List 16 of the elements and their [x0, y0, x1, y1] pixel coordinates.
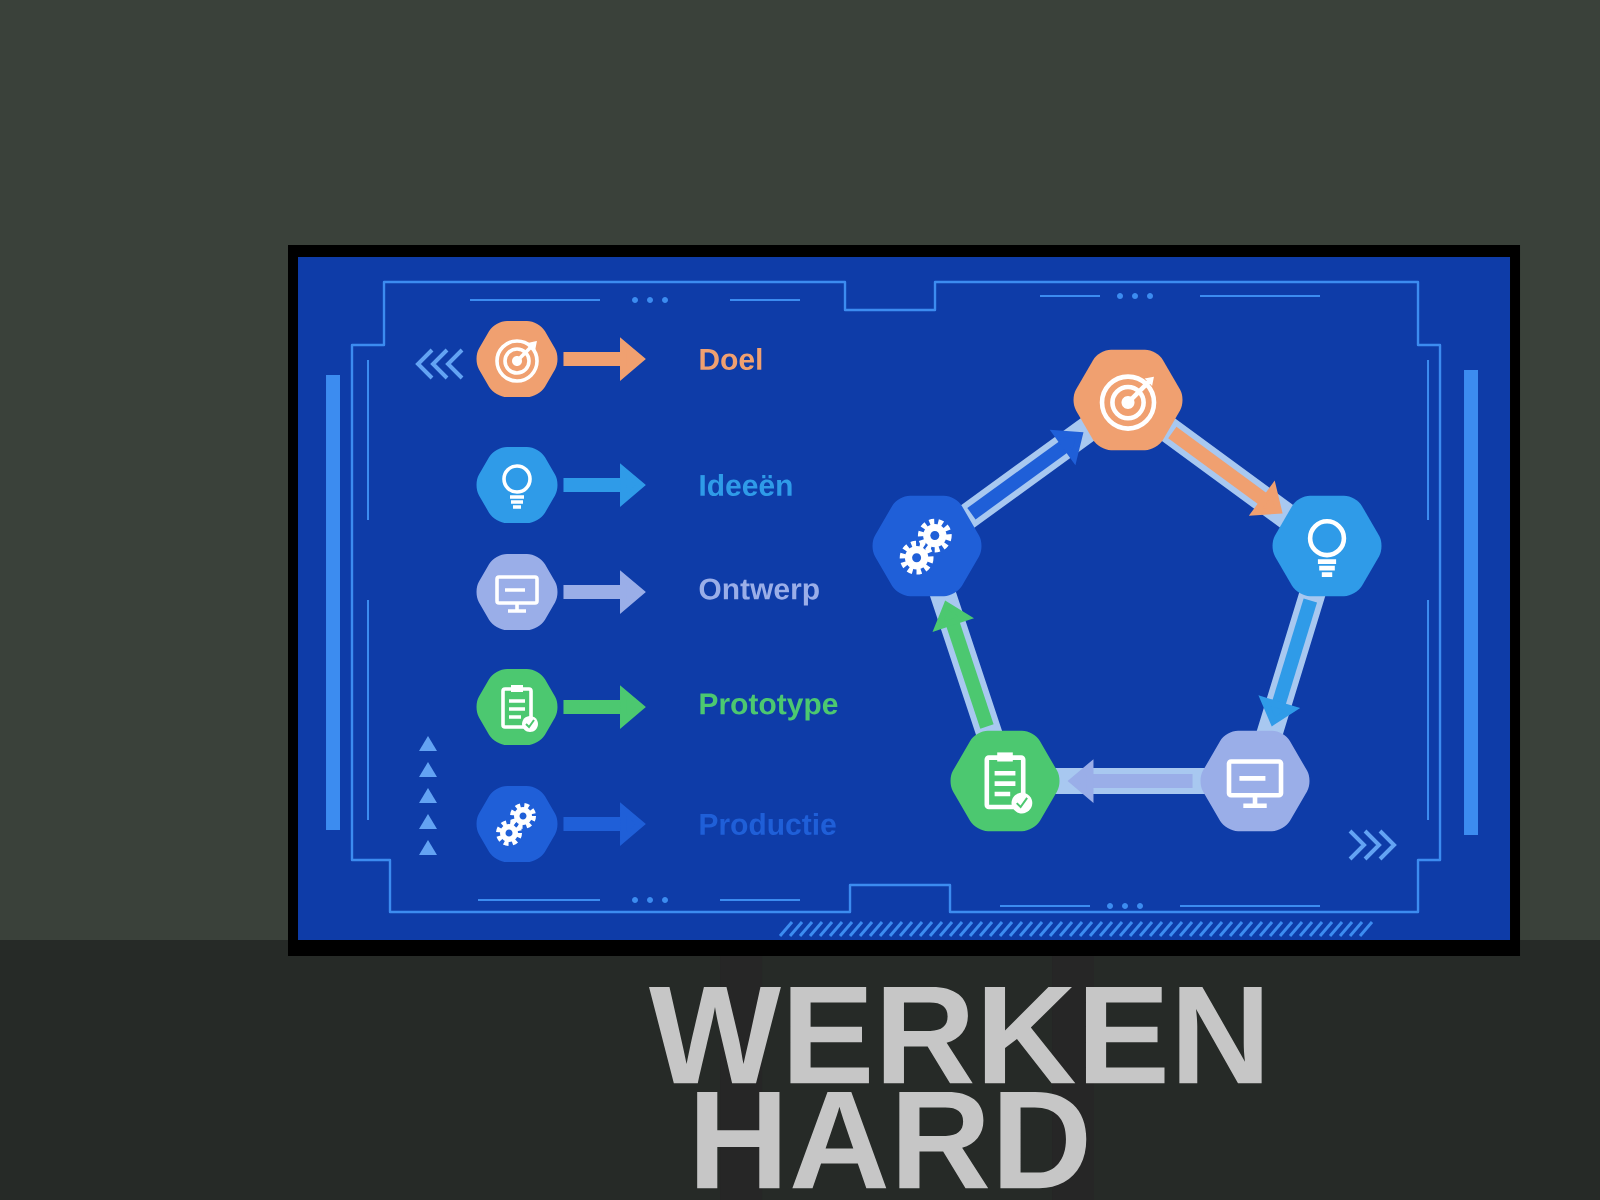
bulb-icon [1272, 495, 1382, 597]
monitor-icon [476, 553, 558, 631]
gears-icon [476, 785, 558, 863]
step-label: Prototype [700, 693, 838, 721]
target-icon [476, 320, 558, 398]
gears-icon [872, 495, 982, 597]
clipboard-icon [950, 730, 1060, 832]
wall-lettering: HARD [697, 1091, 1087, 1189]
bulb-icon [476, 446, 558, 524]
target-icon [1073, 349, 1183, 451]
clipboard-icon [476, 668, 558, 746]
step-label: Ontwerp [699, 578, 819, 606]
step-label: Doel [700, 348, 762, 370]
wall-lettering: WERKEN [649, 986, 1262, 1084]
monitor-icon [1200, 730, 1310, 832]
step-label: Ideeën [700, 474, 792, 496]
